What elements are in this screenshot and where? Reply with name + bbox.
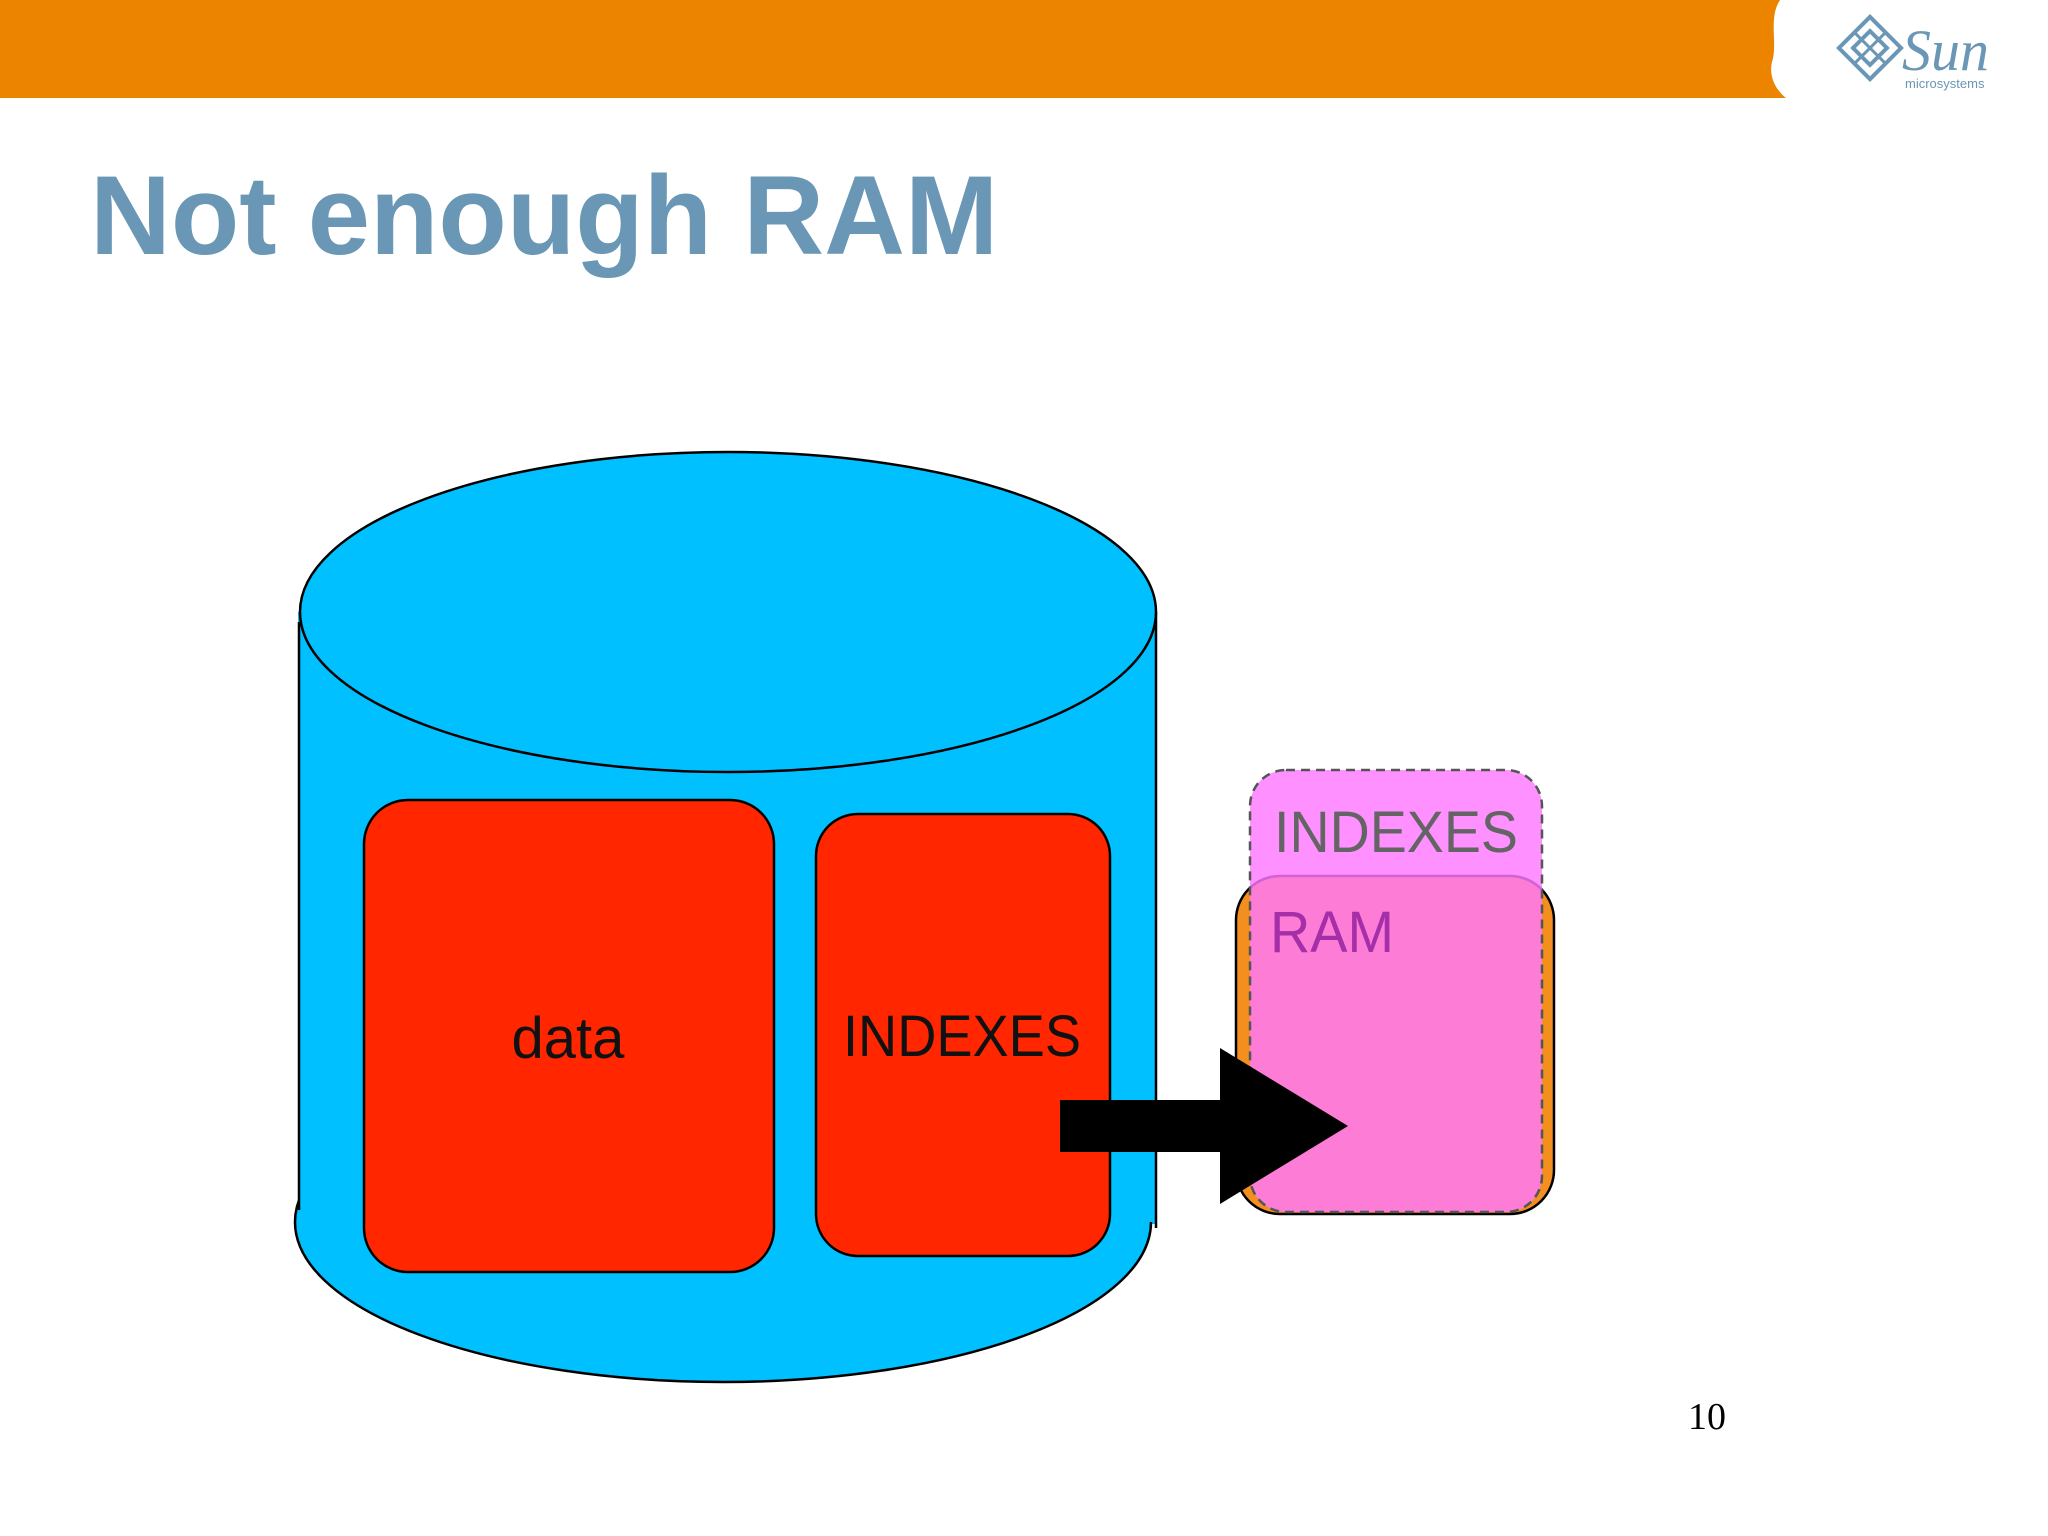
disk-data-box: data <box>362 798 776 1274</box>
disk-indexes-box: INDEXES <box>814 812 1112 1258</box>
arrow-right-icon <box>1060 1048 1348 1204</box>
sun-logo-tagline: microsystems <box>1905 76 1985 91</box>
page-number: 10 <box>1688 1396 1726 1438</box>
sun-logo-wordmark: Sun <box>1902 18 1989 83</box>
overflow-indexes-label: INDEXES <box>1274 800 1518 865</box>
overflow-indexes-box: INDEXES <box>1248 768 1544 1214</box>
cylinder-top <box>298 450 1158 774</box>
slide-title: Not enough RAM <box>90 153 999 278</box>
header-bar: Sun microsystems <box>0 0 1989 98</box>
sun-diamond-icon <box>1836 14 1904 82</box>
header-bar-shape <box>0 0 1786 98</box>
disk-data-label: data <box>512 1006 626 1071</box>
disk-indexes-label: INDEXES <box>843 1004 1081 1069</box>
sun-logo: Sun microsystems <box>1836 14 1989 91</box>
ram-label: RAM <box>1270 900 1394 965</box>
